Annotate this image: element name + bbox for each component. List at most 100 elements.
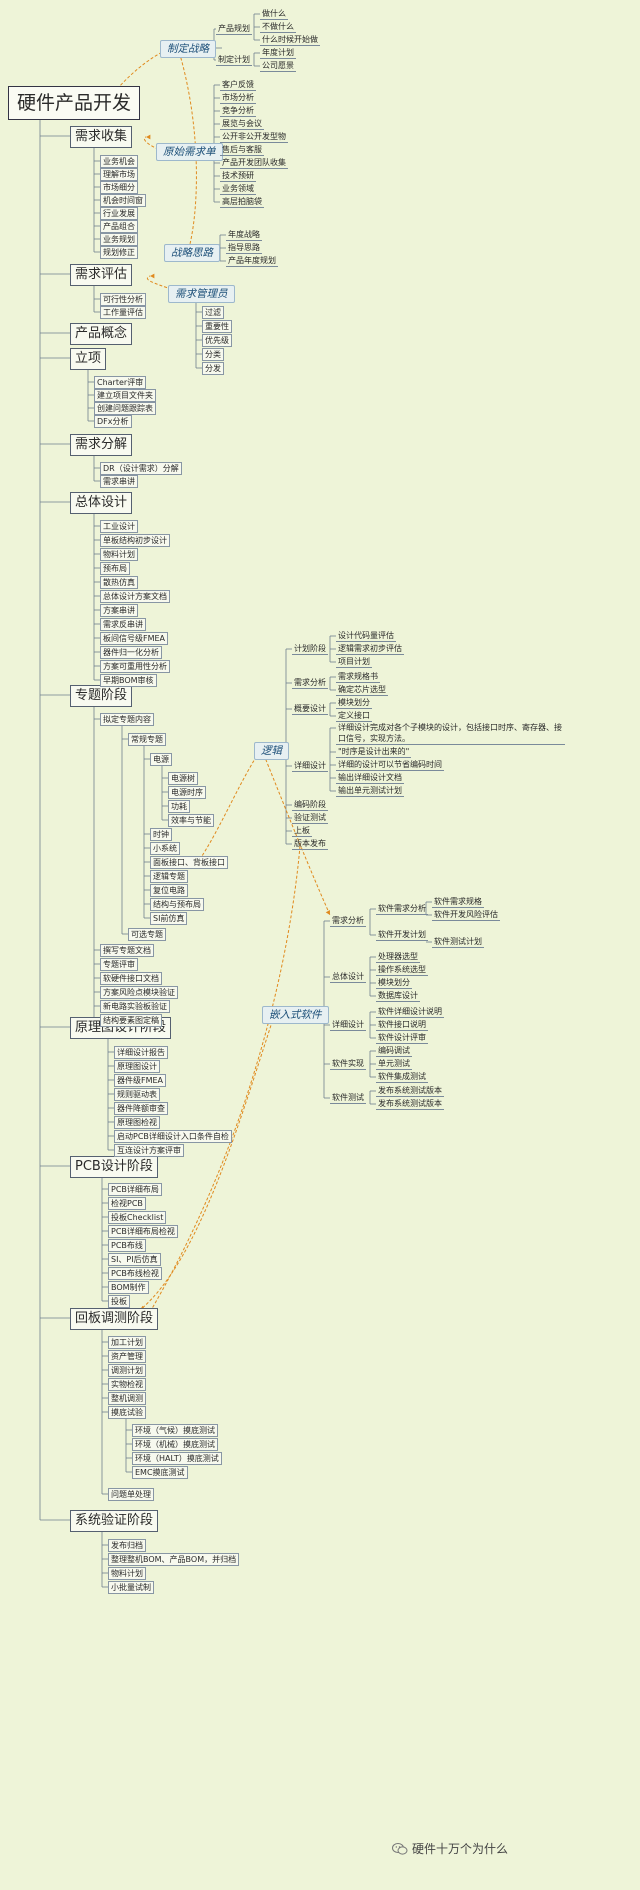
logic-detail[interactable]: 详细设计 [292, 761, 328, 772]
emb-sw-req-item[interactable]: 软件需求规格 [432, 897, 484, 908]
s11-item[interactable]: 整理整机BOM、产品BOM，并归档 [108, 1553, 240, 1566]
logic-ra-item[interactable]: 确定芯片选型 [336, 685, 388, 696]
s1-item[interactable]: 机会时间窗 [100, 194, 146, 207]
emb-ov-item[interactable]: 模块划分 [376, 978, 412, 989]
raw-req-item[interactable]: 产品开发团队收集 [220, 158, 288, 169]
s9-item[interactable]: 投板 [108, 1295, 130, 1308]
emb-ov-item[interactable]: 数据库设计 [376, 991, 420, 1002]
s8-item[interactable]: 启动PCB详细设计入口条件自检 [114, 1130, 232, 1143]
s2-item[interactable]: 可行性分析 [100, 293, 146, 306]
emb-ov-item[interactable]: 处理器选型 [376, 952, 420, 963]
float-logic[interactable]: 逻辑 [254, 742, 289, 760]
s7-power[interactable]: 电源 [150, 753, 172, 766]
s1-item[interactable]: 规划修正 [100, 246, 138, 259]
s7-other[interactable]: 逻辑专题 [150, 870, 188, 883]
float-embedded-software[interactable]: 嵌入式软件 [262, 1006, 329, 1024]
emb-im-item[interactable]: 软件集成测试 [376, 1072, 428, 1083]
section-pcb-design[interactable]: PCB设计阶段 [70, 1156, 158, 1178]
section-requirement-evaluation[interactable]: 需求评估 [70, 264, 133, 286]
s8-item[interactable]: 规则驱动表 [114, 1088, 160, 1101]
req-manager-item[interactable]: 重要性 [202, 320, 232, 333]
s10-test[interactable]: EMC摸底测试 [132, 1466, 188, 1479]
logic-step[interactable]: 上板 [292, 826, 312, 837]
emb-dt-item[interactable]: 软件设计评审 [376, 1033, 428, 1044]
logic-step[interactable]: 编码阶段 [292, 800, 328, 811]
emb-sw-plan-item[interactable]: 软件测试计划 [432, 937, 484, 948]
s6-item[interactable]: 物料计划 [100, 548, 138, 561]
emb-dt-item[interactable]: 软件详细设计说明 [376, 1007, 444, 1018]
emb-ov-item[interactable]: 操作系统选型 [376, 965, 428, 976]
s10-last[interactable]: 问题单处理 [108, 1488, 154, 1501]
emb-overall[interactable]: 总体设计 [330, 972, 366, 983]
s10-test[interactable]: 环境（机械）摸底测试 [132, 1438, 218, 1451]
s4-item[interactable]: 建立项目文件夹 [94, 389, 156, 402]
s8-item[interactable]: 详细设计报告 [114, 1046, 168, 1059]
s6-item[interactable]: 工业设计 [100, 520, 138, 533]
req-manager-item[interactable]: 分发 [202, 362, 224, 375]
emb-req-analysis[interactable]: 需求分析 [330, 916, 366, 927]
s6-item[interactable]: 早期BOM审核 [100, 674, 157, 687]
s6-item[interactable]: 预布局 [100, 562, 130, 575]
s1-item[interactable]: 市场细分 [100, 181, 138, 194]
strategic-thinking-item[interactable]: 指导思路 [226, 243, 262, 254]
logic-plan-item[interactable]: 设计代码量评估 [336, 631, 396, 642]
s11-item[interactable]: 小批量试制 [108, 1581, 154, 1594]
s7-other[interactable]: SI前仿真 [150, 912, 188, 925]
logic-ol-item[interactable]: 模块划分 [336, 698, 372, 709]
section-board-debug[interactable]: 回板调测阶段 [70, 1308, 159, 1330]
section-requirement-collection[interactable]: 需求收集 [70, 126, 133, 148]
logic-dd-item[interactable]: "时序是设计出来的" [336, 747, 412, 758]
s10-item[interactable]: 资产管理 [108, 1350, 146, 1363]
section-product-concept[interactable]: 产品概念 [70, 323, 133, 345]
raw-req-item[interactable]: 竞争分析 [220, 106, 256, 117]
req-manager-item[interactable]: 分类 [202, 348, 224, 361]
emb-im-item[interactable]: 编码调试 [376, 1046, 412, 1057]
strategy-product-plan[interactable]: 产品规划 [216, 24, 252, 35]
s9-item[interactable]: PCB详细布局检视 [108, 1225, 178, 1238]
s6-item[interactable]: 单板结构初步设计 [100, 534, 170, 547]
logic-step[interactable]: 验证测试 [292, 813, 328, 824]
s9-item[interactable]: SI、PI后仿真 [108, 1253, 161, 1266]
s7-power-item[interactable]: 效率与节能 [168, 814, 214, 827]
raw-req-item[interactable]: 展览与会议 [220, 119, 264, 130]
s8-item[interactable]: 原理图设计 [114, 1060, 160, 1073]
strategic-thinking-item[interactable]: 年度战略 [226, 230, 262, 241]
s6-item[interactable]: 总体设计方案文档 [100, 590, 170, 603]
float-strategic-thinking[interactable]: 战略思路 [164, 244, 220, 262]
strategic-thinking-item[interactable]: 产品年度规划 [226, 256, 278, 267]
s6-item[interactable]: 板间信号级FMEA [100, 632, 169, 645]
s10-item[interactable]: 摸底试验 [108, 1406, 146, 1419]
s8-item[interactable]: 器件级FMEA [114, 1074, 167, 1087]
s10-item[interactable]: 加工计划 [108, 1336, 146, 1349]
s8-item[interactable]: 原理图检视 [114, 1116, 160, 1129]
s9-item[interactable]: BOM制作 [108, 1281, 149, 1294]
s4-item[interactable]: Charter评审 [94, 376, 147, 389]
s10-test[interactable]: 环境（HALT）摸底测试 [132, 1452, 222, 1465]
raw-req-item[interactable]: 业务领域 [220, 184, 256, 195]
req-manager-item[interactable]: 过滤 [202, 306, 224, 319]
s9-item[interactable]: 检视PCB [108, 1197, 146, 1210]
s1-item[interactable]: 产品组合 [100, 220, 138, 233]
s9-item[interactable]: PCB布线 [108, 1239, 146, 1252]
s10-item[interactable]: 整机调测 [108, 1392, 146, 1405]
strategy-make-plan[interactable]: 制定计划 [216, 55, 252, 66]
logic-ra-item[interactable]: 需求规格书 [336, 672, 380, 683]
s7-regular[interactable]: 常规专题 [128, 733, 166, 746]
strategy-mp-item[interactable]: 公司愿景 [260, 61, 296, 72]
section-overall-design[interactable]: 总体设计 [70, 492, 133, 514]
strategy-pp-item[interactable]: 做什么 [260, 9, 288, 20]
s5-item[interactable]: DR（设计需求）分解 [100, 462, 182, 475]
s11-item[interactable]: 物料计划 [108, 1567, 146, 1580]
section-topic-phase[interactable]: 专题阶段 [70, 685, 133, 707]
raw-req-item[interactable]: 客户反馈 [220, 80, 256, 91]
s7-other[interactable]: 面板接口、背板接口 [150, 856, 228, 869]
s5-item[interactable]: 需求串讲 [100, 475, 138, 488]
s10-item[interactable]: 调测计划 [108, 1364, 146, 1377]
s1-item[interactable]: 业务机会 [100, 155, 138, 168]
s2-item[interactable]: 工作量评估 [100, 306, 146, 319]
s8-item[interactable]: 器件降额审查 [114, 1102, 168, 1115]
float-requirement-manager[interactable]: 需求管理员 [168, 285, 235, 303]
emb-detail[interactable]: 详细设计 [330, 1020, 366, 1031]
s7-after[interactable]: 方案风险点模块验证 [100, 986, 178, 999]
s7-other[interactable]: 结构与预布局 [150, 898, 204, 911]
